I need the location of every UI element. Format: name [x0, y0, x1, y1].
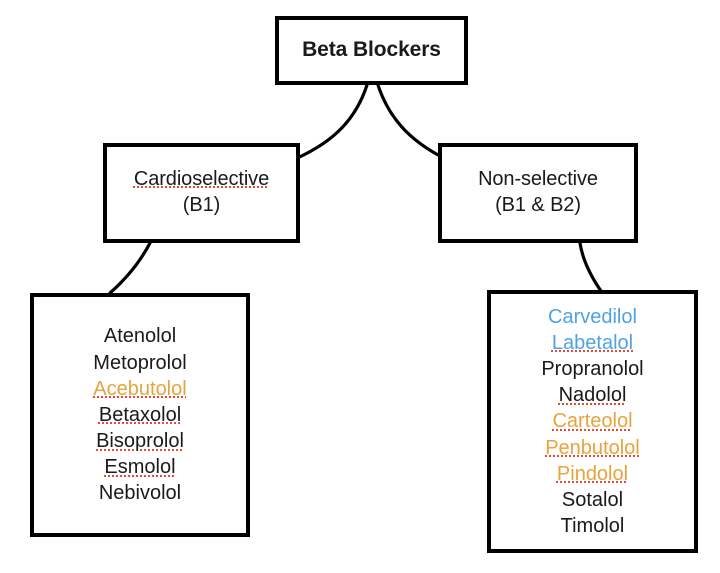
drug-item: Pindolol — [556, 462, 629, 485]
drug-item: Metoprolol — [93, 351, 187, 374]
drug-item: Acebutolol — [93, 377, 187, 400]
edge-cardioselective-to-drugs — [108, 241, 152, 295]
edge-nonselective-to-drugs — [578, 241, 603, 293]
drug-item: Nadolol — [558, 384, 627, 407]
drug-item: Nebivolol — [98, 482, 182, 505]
node-beta-blockers[interactable]: Beta Blockers — [275, 16, 468, 85]
drug-item: Propranolol — [541, 358, 644, 381]
drug-item: Timolol — [560, 515, 625, 538]
drug-item: Bisoprolol — [96, 430, 184, 453]
node-beta-blockers-label: Beta Blockers — [302, 38, 441, 62]
drug-item: Sotalol — [561, 488, 624, 511]
node-nonselective-receptor: (B1 & B2) — [495, 194, 581, 216]
drug-item: Esmolol — [104, 456, 176, 479]
drug-item: Labetalol — [551, 331, 634, 354]
node-nonselective[interactable]: Non-selective (B1 & B2) — [438, 143, 638, 243]
node-cardioselective[interactable]: Cardioselective (B1) — [103, 143, 300, 243]
drug-item: Betaxolol — [98, 403, 182, 426]
drug-item: Carteolol — [552, 410, 633, 433]
node-nonselective-label: Non-selective — [478, 168, 598, 191]
drug-item: Carvedilol — [548, 305, 637, 328]
node-cardioselective-label: Cardioselective — [133, 168, 270, 191]
node-cardioselective-receptor: (B1) — [182, 194, 221, 216]
drug-item: Atenolol — [103, 325, 177, 348]
drug-item: Penbutolol — [545, 436, 640, 459]
